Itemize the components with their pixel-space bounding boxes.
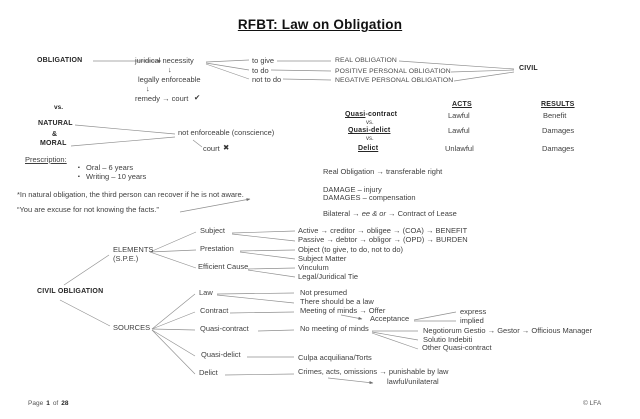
cross-icon: ✖ xyxy=(223,143,230,152)
express-detail: express xyxy=(460,307,487,316)
vinculum-detail: Vinculum xyxy=(298,263,329,272)
civil-obligation-heading: CIVIL OBLIGATION xyxy=(37,288,104,295)
acts-header: ACTS xyxy=(452,101,472,108)
prescription-item-writing: Writing – 10 years xyxy=(86,172,147,181)
check-icon: ✔ xyxy=(194,93,201,102)
copyright-footer: © LFA xyxy=(583,400,602,407)
to-do-label: to do xyxy=(252,66,269,75)
elements-heading: ELEMENTS xyxy=(113,245,154,254)
legally-enforceable-label: legally enforceable xyxy=(138,75,201,84)
court-label: court xyxy=(203,144,220,153)
excuse-quote: “You are excuse for not knowing the fact… xyxy=(17,205,159,214)
page-number: 1 xyxy=(46,400,50,407)
not-presumed-detail: Not presumed xyxy=(300,288,348,297)
delict-result: Damages xyxy=(542,144,575,153)
ampersand-label: & xyxy=(52,131,58,138)
bilateral-prefix: Bilateral → xyxy=(323,209,362,218)
bullet-icon: ▪ xyxy=(78,174,80,180)
real-obligation-label: REAL OBLIGATION xyxy=(335,57,397,64)
note-arrow xyxy=(179,198,251,213)
natural-label: NATURAL xyxy=(38,120,73,127)
prescription-item-oral: Oral – 6 years xyxy=(86,163,134,172)
not-to-do-label: not to do xyxy=(252,75,282,84)
positive-personal-obligation-label: POSITIVE PERSONAL OBLIGATION xyxy=(335,68,451,75)
damages-note: DAMAGES – compensation xyxy=(323,193,416,202)
civil-label: CIVIL xyxy=(519,65,538,72)
negotiorum-gestio-detail: Negotiorum Gestio → Gestor → Officious M… xyxy=(423,326,593,335)
bilateral-mid: ee & or xyxy=(361,209,386,218)
vs-label: vs. xyxy=(54,104,64,111)
efficient-cause-label: Efficient Cause xyxy=(198,262,249,271)
should-be-law-detail: There should be a law xyxy=(300,297,374,306)
active-subject-detail: Active → creditor → obligee → (COA) → BE… xyxy=(298,226,468,235)
damage-note: DAMAGE – injury xyxy=(323,185,382,194)
source-quasi-delict-label: Quasi-delict xyxy=(201,350,241,359)
page-title: RFBT: Law on Obligation xyxy=(237,17,403,32)
object-detail: Object (to give, to do, not to do) xyxy=(298,245,404,254)
juridical-necessity-label: juridical necessity xyxy=(135,56,194,65)
culpa-detail: Culpa acquiliana/Torts xyxy=(298,353,372,362)
negative-personal-obligation-label: NEGATIVE PERSONAL OBLIGATION xyxy=(335,77,454,84)
implied-detail: implied xyxy=(460,316,484,325)
down-arrow-icon: ↓ xyxy=(146,84,150,93)
lawful-arrow xyxy=(327,377,374,385)
lawful-unilateral-detail: lawful/unilateral xyxy=(387,377,439,386)
quasi-delict-term: Quasi-delict xyxy=(348,127,391,134)
acceptance-arrow xyxy=(340,314,363,320)
quasi-contract-term: Quasi-contract xyxy=(345,111,397,119)
bilateral-note: Bilateral → ee & or → Contract of Lease xyxy=(323,209,457,218)
not-enforceable-label: not enforceable (conscience) xyxy=(178,128,275,137)
bilateral-suffix: → Contract of Lease xyxy=(385,209,457,218)
quasi-contract-result: Benefit xyxy=(543,111,567,120)
quasi-delict-result: Damages xyxy=(542,126,575,135)
meeting-of-minds-detail: Meeting of minds → Offer xyxy=(300,306,386,315)
elements-subheading: (S.P.E.) xyxy=(113,254,139,263)
legal-tie-detail: Legal/Juridical Tie xyxy=(298,272,359,281)
to-give-label: to give xyxy=(252,56,275,65)
acceptance-detail: Acceptance xyxy=(370,314,410,323)
bullet-icon: ▪ xyxy=(78,165,80,171)
source-contract-label: Contract xyxy=(200,306,229,315)
solutio-indebiti-detail: Solutio Indebiti xyxy=(423,335,473,344)
of-word: of xyxy=(52,400,59,407)
remedy-court-label: remedy → court xyxy=(135,94,189,103)
subject-matter-detail: Subject Matter xyxy=(298,254,347,263)
vs-label: vs. xyxy=(366,120,374,126)
page-word: Page xyxy=(28,400,44,407)
total-pages: 28 xyxy=(61,400,69,407)
natural-obligation-note: *In natural obligation, the third person… xyxy=(17,190,244,199)
quasi-contract-act: Lawful xyxy=(448,111,470,120)
sources-heading: SOURCES xyxy=(113,323,151,332)
results-header: RESULTS xyxy=(541,101,575,108)
other-quasi-contract-detail: Other Quasi-contract xyxy=(422,343,492,352)
down-arrow-icon: ↓ xyxy=(168,65,172,74)
delict-term: Delict xyxy=(358,145,379,152)
source-law-label: Law xyxy=(199,288,213,297)
moral-label: MORAL xyxy=(40,140,67,147)
obligation-label: OBLIGATION xyxy=(37,57,83,64)
real-obligation-note: Real Obligation → transferable right xyxy=(323,167,443,176)
quasi-contract-term-rest: -contract xyxy=(365,111,398,118)
quasi-delict-act: Lawful xyxy=(448,126,470,135)
source-delict-label: Delict xyxy=(199,368,218,377)
prestation-label: Prestation xyxy=(200,244,234,253)
source-quasi-contract-label: Quasi-contract xyxy=(200,324,249,333)
no-meeting-of-minds-detail: No meeting of minds xyxy=(300,324,369,333)
vs-label: vs. xyxy=(366,136,374,142)
subject-label: Subject xyxy=(200,226,226,235)
crimes-detail: Crimes, acts, omissions → punishable by … xyxy=(298,367,449,376)
quasi-contract-term-underlined: Quasi xyxy=(345,111,366,118)
delict-act: Unlawful xyxy=(445,144,474,153)
passive-subject-detail: Passive → debtor → obligor → (OPD) → BUR… xyxy=(298,235,468,244)
prescription-heading: Prescription: xyxy=(25,155,67,164)
